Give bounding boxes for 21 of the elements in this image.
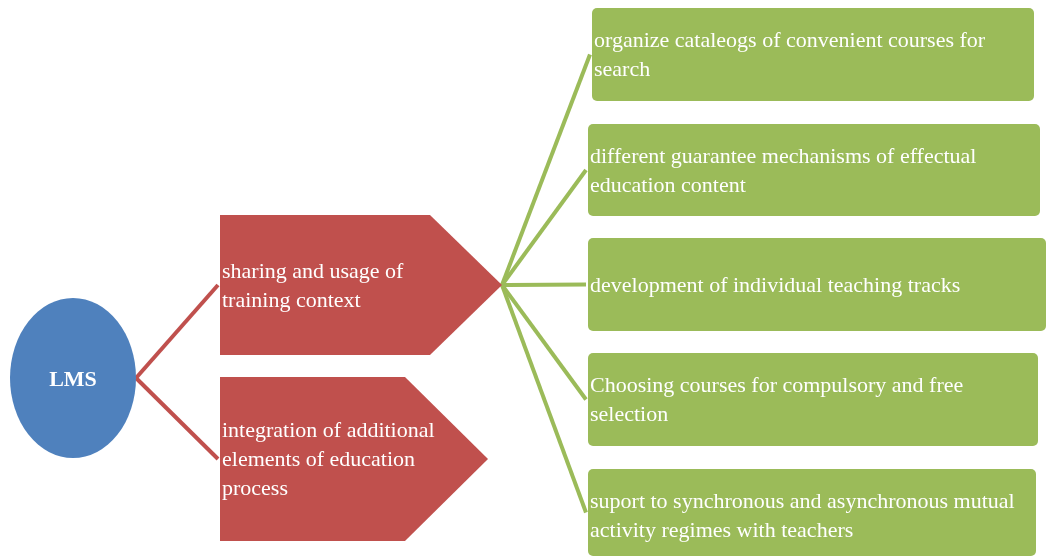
node-text: integration of additional elements of education process — [222, 416, 436, 502]
node-text: suport to synchronous and asynchronous mutual activity regimes with teachers — [590, 487, 1016, 544]
node-text: development of individual teaching tracks — [590, 271, 962, 299]
connector-line — [134, 376, 220, 461]
node-text: sharing and usage of training context — [222, 257, 405, 314]
node-text: organize cataleogs of convenient courses for search — [594, 26, 987, 83]
connector-line — [500, 284, 588, 514]
rounded-box — [592, 8, 1034, 101]
node-text: Choosing courses for compulsory and free selection — [590, 371, 965, 428]
node-label: LMS — [48, 365, 98, 393]
pentagon-arrow-shape — [220, 215, 502, 355]
connector-line — [500, 168, 588, 287]
rounded-box — [588, 238, 1046, 331]
rounded-box — [588, 124, 1040, 216]
rounded-box — [588, 469, 1036, 556]
connector-line — [502, 282, 586, 287]
pentagon-arrow-shape — [220, 377, 488, 541]
rounded-box — [588, 353, 1038, 446]
connector-line — [134, 283, 220, 380]
node-text: different guarantee mechanisms of effectual education content — [590, 142, 978, 199]
connector-line — [500, 53, 592, 286]
